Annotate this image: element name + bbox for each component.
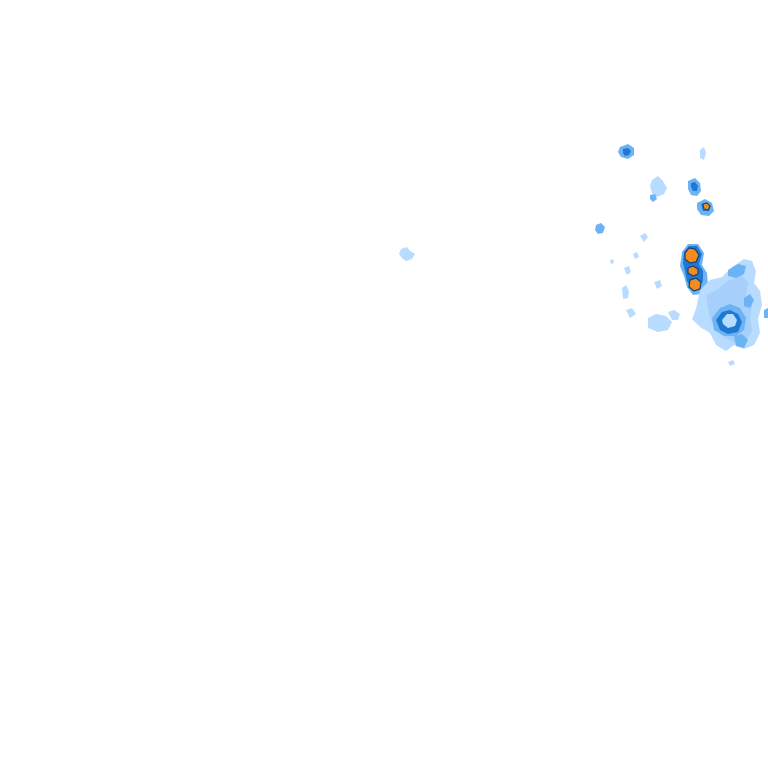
echo-cluster-west: [399, 247, 415, 261]
echo-cluster-south: [626, 308, 680, 332]
storm-complex-east: [692, 259, 768, 366]
convective-line: [680, 244, 708, 295]
echo-cluster-north-east: [595, 144, 714, 299]
